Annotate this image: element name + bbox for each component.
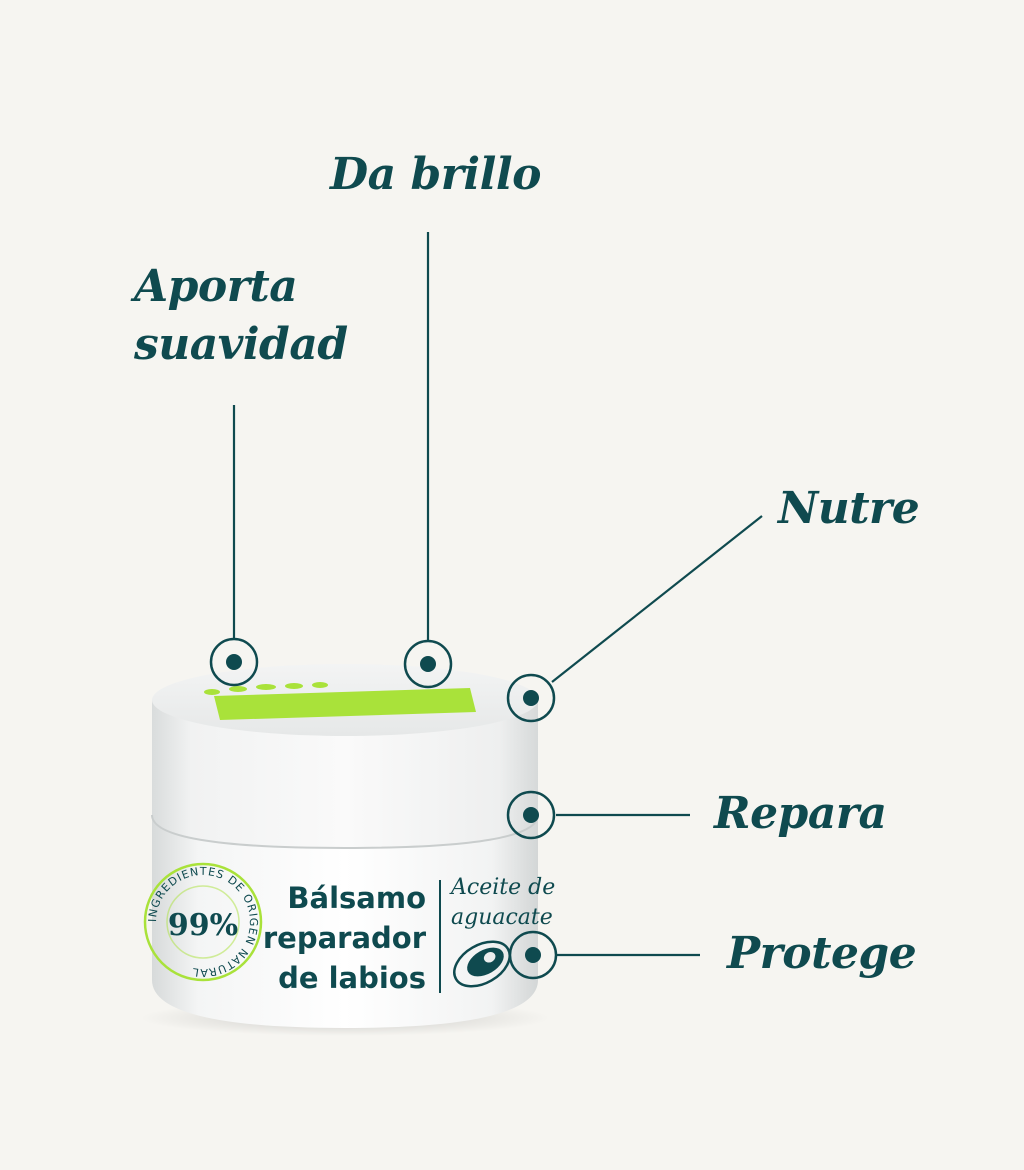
marker-protege bbox=[508, 930, 558, 980]
jar-lid bbox=[152, 700, 538, 848]
callout-nutre: Nutre bbox=[778, 483, 920, 534]
marker-da-brillo bbox=[403, 639, 453, 689]
callout-aporta-suavidad: Aporta suavidad bbox=[134, 261, 348, 370]
badge-percent: 99% bbox=[168, 908, 238, 943]
ingredient-line2: aguacate bbox=[451, 905, 553, 930]
product-name-line1: Bálsamo bbox=[287, 881, 426, 915]
product-name-line3: de labios bbox=[278, 961, 426, 995]
marker-nutre bbox=[506, 673, 556, 723]
callout-repara: Repara bbox=[714, 788, 887, 839]
line-nutre bbox=[551, 515, 763, 683]
marker-aporta-suavidad bbox=[209, 637, 259, 687]
ingredient-line1: Aceite de bbox=[449, 875, 555, 900]
callout-protege: Protege bbox=[727, 928, 917, 979]
callout-lines bbox=[232, 232, 763, 957]
jar-body bbox=[152, 818, 538, 1028]
marker-repara bbox=[506, 790, 556, 840]
product-name-line2: reparador bbox=[263, 921, 427, 955]
lid-dots bbox=[204, 682, 328, 695]
avocado-icon bbox=[453, 940, 511, 988]
callout-da-brillo: Da brillo bbox=[330, 149, 541, 200]
lid-label bbox=[214, 688, 476, 720]
